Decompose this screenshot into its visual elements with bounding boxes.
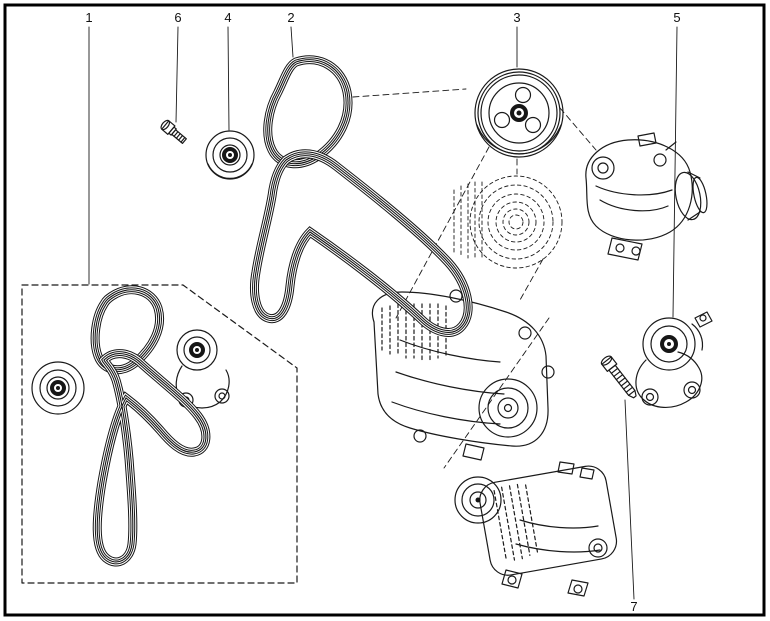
callout-label-2: 2 <box>287 10 294 25</box>
belt-tensioner-5 <box>635 311 713 408</box>
callout-label-7: 7 <box>630 599 637 614</box>
frame-border <box>3 3 766 617</box>
part1-dashed-box-group <box>21 284 298 584</box>
alternator <box>454 461 618 597</box>
part1-idler-pulley <box>31 361 85 415</box>
belt-2 <box>255 60 469 333</box>
callout-label-1: 1 <box>85 10 92 25</box>
callout-label-6: 6 <box>174 10 181 25</box>
bolt-6 <box>160 119 187 144</box>
leader-lines <box>88 26 678 600</box>
callout-label-5: 5 <box>673 10 680 25</box>
leader-line-6 <box>175 26 179 123</box>
pump-pulley-ghost <box>453 175 563 269</box>
power-steering-pump <box>585 132 708 261</box>
leader-line-5 <box>672 26 678 318</box>
leader-line-4 <box>227 26 230 131</box>
callout-label-3: 3 <box>513 10 520 25</box>
alignment-guide-dashes <box>352 88 597 469</box>
ac-compressor <box>371 289 555 461</box>
ps-pulley-3 <box>474 68 564 158</box>
part1-dashed-box <box>21 284 298 584</box>
part1-belt <box>95 290 206 562</box>
leader-line-7 <box>624 399 635 600</box>
leader-line-2 <box>290 26 294 58</box>
callout-label-4: 4 <box>224 10 231 25</box>
part1-tensioner <box>175 329 230 409</box>
bolt-7 <box>600 355 637 399</box>
idler-pulley-4 <box>205 130 255 180</box>
